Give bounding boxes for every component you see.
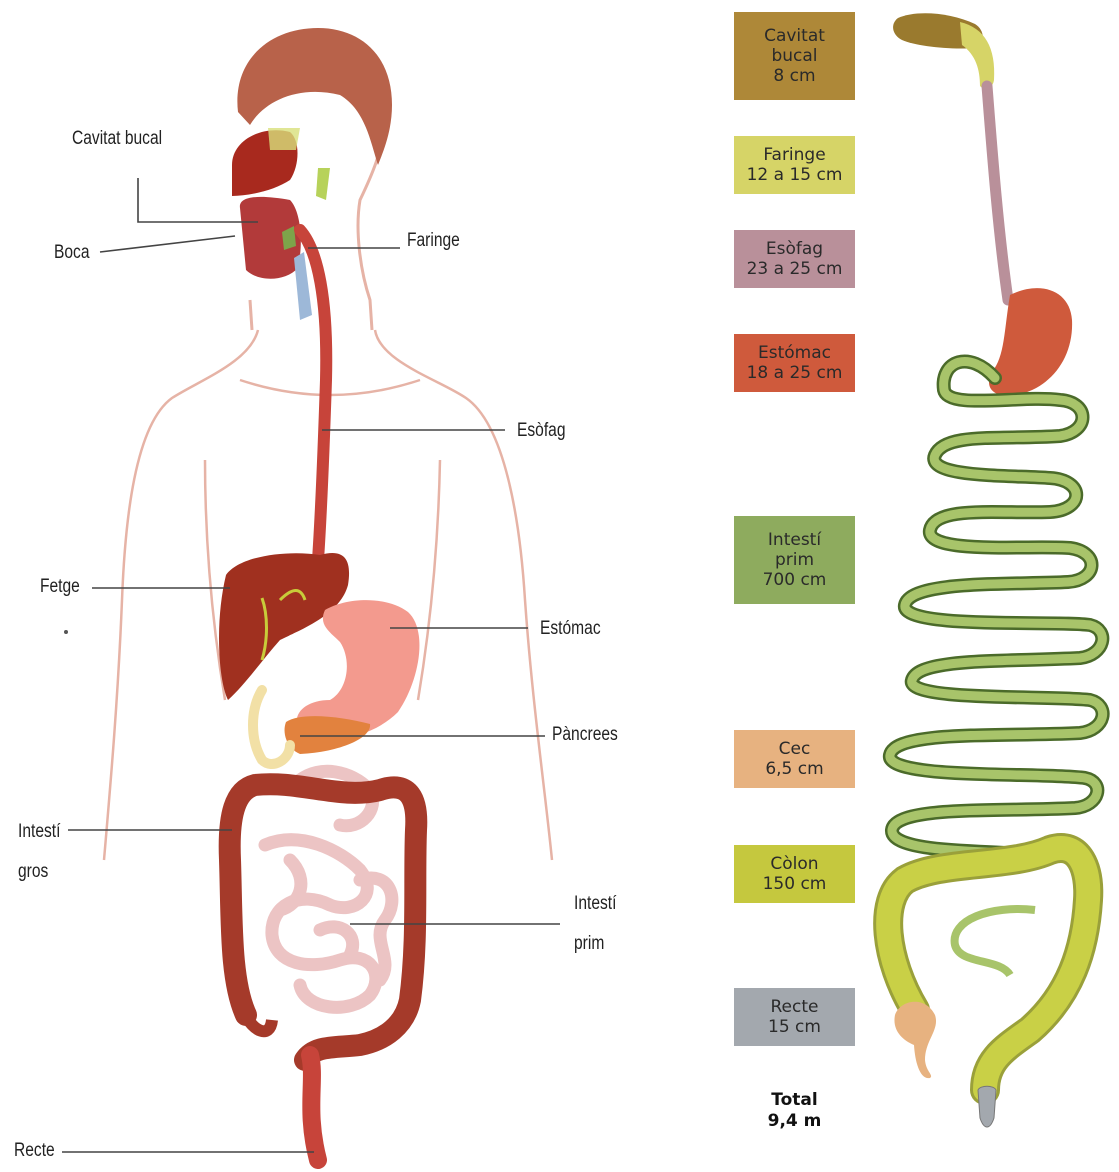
segment-box-stomach: Estómac 18 a 25 cm <box>734 334 855 392</box>
segment-box-oral-cavity: Cavitat bucal 8 cm <box>734 12 855 100</box>
label-rectum: Recte <box>14 1140 55 1162</box>
tract-cecum <box>894 1002 936 1078</box>
segment-box-pharynx: Faringe 12 a 15 cm <box>734 136 855 194</box>
tract-esophagus <box>987 86 1008 300</box>
label-pancreas: Pàncrees <box>552 724 618 746</box>
label-stomach: Estómac <box>540 618 601 640</box>
total-length: Total 9,4 m <box>734 1090 855 1132</box>
segment-box-cecum: Cec 6,5 cm <box>734 730 855 788</box>
label-small-intestine: Intestí prim <box>574 884 616 964</box>
tract-pharynx <box>960 22 994 89</box>
small-intestine <box>265 771 392 1007</box>
segment-box-small-intestine: Intestí prim 700 cm <box>734 516 855 604</box>
human-figure <box>104 28 552 1160</box>
label-large-intestine: Intestí gros <box>18 812 60 892</box>
label-pharynx: Faringe <box>407 230 460 252</box>
rectum <box>310 1055 318 1160</box>
pancreas <box>285 716 371 754</box>
tract-rectum <box>978 1086 996 1127</box>
digestive-tract-diagram <box>888 13 1102 1127</box>
segment-box-esophagus: Esòfag 23 a 25 cm <box>734 230 855 288</box>
label-mouth: Boca <box>54 242 90 264</box>
label-esophagus: Esòfag <box>517 420 566 442</box>
label-oral-cavity: Cavitat bucal <box>72 128 162 150</box>
segment-box-colon: Còlon 150 cm <box>734 845 855 903</box>
label-liver: Fetge <box>40 576 80 598</box>
segment-box-rectum: Recte 15 cm <box>734 988 855 1046</box>
